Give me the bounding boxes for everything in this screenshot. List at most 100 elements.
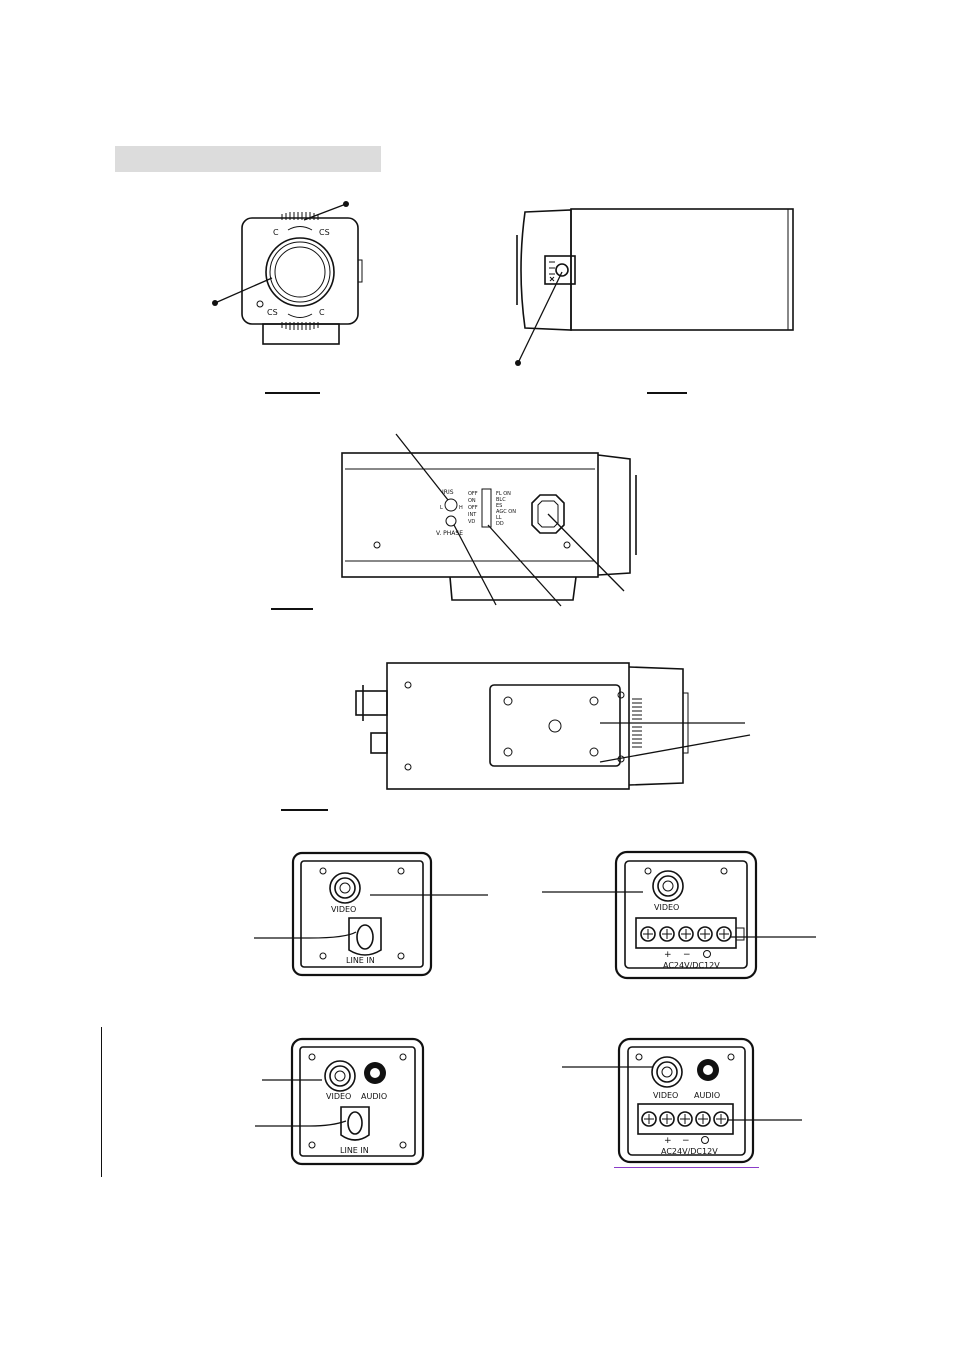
switch-side-caption-rule <box>271 608 313 610</box>
plus-sign-d: + <box>664 1136 672 1146</box>
dip-switch-block <box>481 488 492 528</box>
bnc-video-ring-c <box>329 1065 351 1087</box>
line-in-jack-housing-c <box>340 1106 370 1141</box>
rear-panel-video-power: VIDEO + − AC24V/DC12V <box>542 850 816 980</box>
bottom-view-caption-rule <box>281 809 328 811</box>
terminal-end-cap <box>736 927 745 941</box>
bnc-video-pin-b <box>662 880 674 892</box>
focus-ring-grip <box>632 698 642 748</box>
cs-arrow-top <box>287 226 313 231</box>
bnc-video-connector-c <box>324 1060 356 1092</box>
power-connector-inner <box>537 500 559 528</box>
side-tab <box>357 259 363 283</box>
bnc-video-pin <box>339 882 351 894</box>
audio-jack-hole <box>370 1068 380 1078</box>
revision-underline <box>614 1167 759 1168</box>
rear-panel-d-outer <box>617 1037 755 1164</box>
mount-plate <box>489 684 621 767</box>
bnc-video-ring <box>334 877 356 899</box>
c-label-bottom: C <box>319 308 325 317</box>
panel-d-screw-tl <box>635 1053 643 1061</box>
panel-a-screw-br <box>397 952 405 960</box>
c-label-top: C <box>273 228 279 237</box>
ground-symbol-d <box>701 1136 709 1144</box>
cs-arrow-bottom <box>287 313 313 318</box>
side-view-caption-rule <box>647 392 687 394</box>
section-heading-bar <box>115 146 381 172</box>
mount-base <box>262 323 340 345</box>
vphase-knob <box>445 515 457 527</box>
tripod-hole <box>548 719 562 733</box>
cs-label-top: CS <box>319 228 330 237</box>
bnc-video-ring-d <box>656 1061 678 1083</box>
panel-c-screw-tl <box>308 1053 316 1061</box>
switch-right-2: BLC <box>496 497 506 503</box>
panel-c-screw-br <box>399 1141 407 1149</box>
focus-lock-screw <box>555 263 569 277</box>
focus-lock-marks <box>549 261 555 282</box>
bnc-video-connector-d <box>651 1056 683 1088</box>
terminal-block <box>635 917 737 949</box>
audio-label-d: AUDIO <box>694 1091 720 1100</box>
switch-right-6: DD <box>496 521 504 527</box>
switch-right-4: AGC ON <box>496 509 516 515</box>
switch-right-1: FL ON <box>496 491 511 497</box>
power-label-d: AC24V/DC12V <box>661 1147 718 1156</box>
focus-lock-leader-dot <box>515 360 521 366</box>
switch-left-3: OFF <box>468 505 478 511</box>
rear-panel-video-audio-power: VIDEO AUDIO + − AC24V/DC12V <box>562 1037 802 1164</box>
screw-right <box>563 541 571 549</box>
power-label: AC24V/DC12V <box>663 961 720 970</box>
rear-panel-b-inner <box>624 860 748 969</box>
rear-panel-b-outer <box>614 850 758 980</box>
audio-jack-hole-d <box>703 1065 713 1075</box>
dip-switch-leader <box>487 524 562 607</box>
body-screws <box>404 681 625 771</box>
switch-right-5: LL <box>496 515 502 521</box>
panel-a-screw-tr <box>397 867 405 875</box>
lens-mount-leader-dot <box>212 300 218 306</box>
rear-panel-a-inner <box>300 860 424 968</box>
rear-panel-c-outer <box>290 1037 425 1166</box>
screw-hole-leader <box>599 734 751 763</box>
panel-a-screw-tl <box>319 867 327 875</box>
terminal-block-d <box>637 1103 734 1135</box>
video-label-d: VIDEO <box>653 1091 678 1100</box>
video-label-b: VIDEO <box>654 903 679 912</box>
iris-leader <box>395 433 449 501</box>
focus-lock-housing <box>544 255 576 285</box>
focus-lock-leader <box>517 271 563 364</box>
vphase-label: V. PHASE <box>436 530 463 537</box>
bottom-focus-ring-ticks <box>281 322 319 330</box>
switch-left-5: VD <box>468 519 475 525</box>
rear-panel-video-audio-linein: VIDEO AUDIO LINE IN <box>255 1037 425 1166</box>
mount-plate-screws <box>503 696 599 757</box>
vphase-leader <box>453 524 497 606</box>
line-in-leader <box>254 931 357 939</box>
lens-end-bottom <box>628 666 684 786</box>
line-in-jack-housing <box>348 917 382 956</box>
minus-sign: − <box>683 950 691 960</box>
line-in-label-c: LINE IN <box>340 1146 369 1155</box>
bnc-video-ring-b <box>657 875 679 897</box>
bottom-view-diagram <box>355 662 751 790</box>
terminal-screws-d <box>641 1111 729 1127</box>
focus-ring-leader <box>303 203 347 221</box>
panel-c-screw-tr <box>399 1053 407 1061</box>
lens-mount-leader <box>214 277 273 304</box>
line-in-jack <box>356 924 374 950</box>
switch-left-4: INT <box>468 512 477 518</box>
screw-left <box>373 541 381 549</box>
bnc-stub <box>355 690 388 716</box>
lens-mount-inner-ring <box>269 241 331 303</box>
line-in-jack-c <box>347 1111 363 1135</box>
front-view-diagram: C CS CS C <box>212 201 363 345</box>
terminal-screws <box>640 926 732 942</box>
bnc-video-connector-b <box>652 870 684 902</box>
lens-opening <box>274 246 326 298</box>
video-label: VIDEO <box>331 905 356 914</box>
focus-ring-leader-dot <box>343 201 349 207</box>
cs-label-bottom: CS <box>267 308 278 317</box>
iris-l-label: L <box>440 505 443 511</box>
iris-level-knob <box>444 498 458 512</box>
